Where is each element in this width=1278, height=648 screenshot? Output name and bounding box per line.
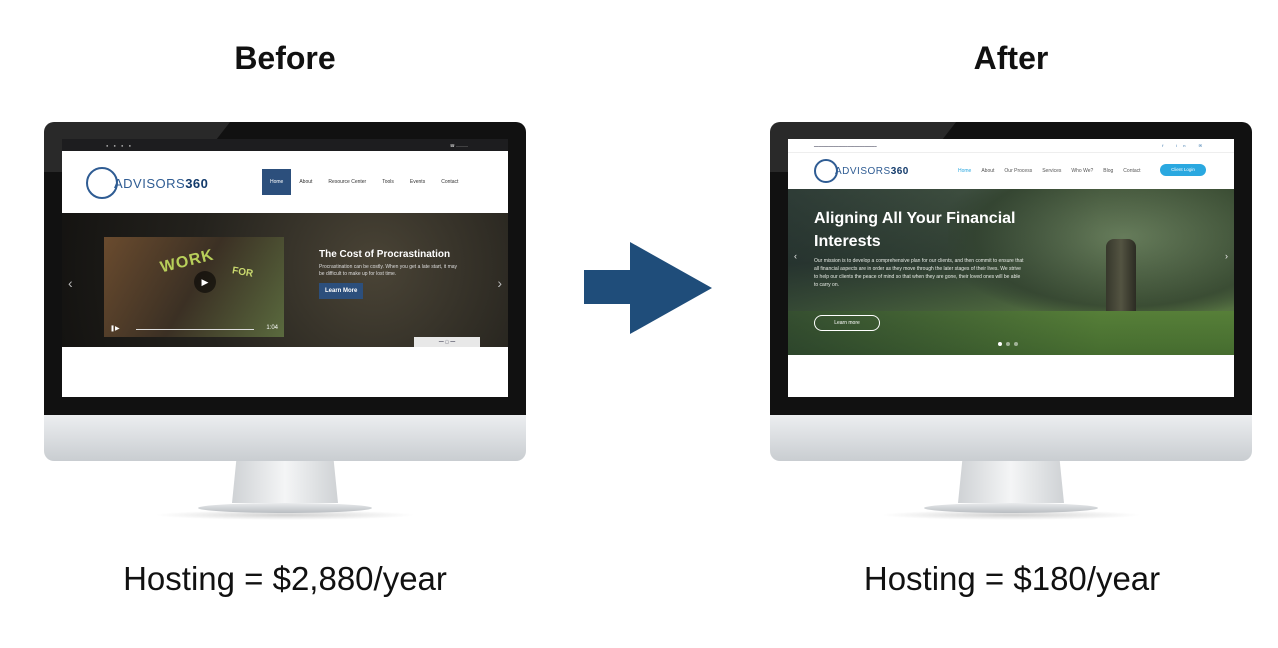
stand-shadow (154, 510, 416, 520)
slider-dot[interactable] (1014, 342, 1018, 346)
partner-badge-logo: ━━ ◯ ━━ (414, 337, 480, 347)
monitor-stand (958, 461, 1064, 503)
video-player[interactable]: WORK FOR ▶ ❚▶ 1:04 (104, 237, 284, 337)
social-icons: ● ● ● ● (106, 143, 133, 148)
hero-title: The Cost of Procrastination (319, 249, 451, 260)
hero-slider: ‹ WORK FOR ▶ ❚▶ 1:04 The Cost of Procras… (62, 213, 508, 347)
logo-number: 360 (185, 175, 209, 191)
logo-word: ADVISORS (835, 165, 891, 177)
client-login-button[interactable]: Client Login (1160, 164, 1206, 176)
hero-overlay (788, 189, 1234, 355)
nav-about[interactable]: About (299, 179, 313, 185)
after-website-screenshot: ━━━━━━━━━━━━━━━━━━━━━━━━━━ f in ✉ ADVISO… (788, 139, 1234, 397)
logo-circle-icon (86, 167, 118, 199)
social-icons: f in ✉ (1162, 143, 1208, 148)
video-artwork-accent-icon: FOR (231, 265, 254, 280)
arrow-right-icon (584, 242, 712, 334)
chevron-left-icon[interactable]: ‹ (794, 251, 797, 261)
slider-dot-active[interactable] (998, 342, 1002, 346)
announcement-text-placeholder: ━━━━━━━━━━━━━━━━━━━━━━━━━━ (814, 144, 877, 149)
nav-contact[interactable]: Contact (441, 179, 459, 185)
nav-tools[interactable]: Tools (382, 179, 394, 185)
monitor-chin (770, 415, 1252, 461)
monitor-chin (44, 415, 526, 461)
site-nav: Home About Our Process Services Who We? … (958, 168, 1151, 174)
phone-icon: ☎ ——— (449, 143, 468, 148)
monitor-base (198, 503, 372, 513)
nav-our-process[interactable]: Our Process (1004, 168, 1033, 174)
slider-dot[interactable] (1006, 342, 1010, 346)
slider-dots[interactable] (998, 342, 1022, 346)
hero-slider: Aligning All Your Financial Interests Ou… (788, 189, 1234, 355)
after-hosting-cost: Hosting = $180/year (863, 560, 1161, 597)
utility-bar: ● ● ● ● ☎ ——— (62, 139, 508, 151)
learn-more-button[interactable]: Learn more (814, 315, 880, 331)
nav-contact[interactable]: Contact (1123, 168, 1141, 174)
logo-word: ADVISORS (114, 175, 186, 191)
monitor-base (924, 503, 1098, 513)
chevron-left-icon[interactable]: ‹ (68, 275, 73, 291)
nav-events[interactable]: Events (409, 179, 426, 185)
pause-icon[interactable]: ❚▶ (110, 326, 120, 332)
video-time: 1:04 (266, 325, 278, 331)
monitor-bezel: ━━━━━━━━━━━━━━━━━━━━━━━━━━ f in ✉ ADVISO… (770, 122, 1252, 415)
utility-bar: ━━━━━━━━━━━━━━━━━━━━━━━━━━ f in ✉ (788, 139, 1234, 153)
stand-shadow (880, 510, 1142, 520)
chevron-right-icon[interactable]: › (497, 275, 502, 291)
nav-home[interactable]: Home (262, 169, 292, 195)
page-body (788, 355, 1234, 397)
nav-resource-center[interactable]: Resource Center (328, 179, 367, 185)
hero-text: Our mission is to develop a comprehensiv… (814, 258, 1024, 288)
hero-title: Aligning All Your Financial Interests (814, 210, 1016, 250)
after-monitor: ━━━━━━━━━━━━━━━━━━━━━━━━━━ f in ✉ ADVISO… (770, 122, 1252, 522)
page-body (62, 347, 508, 397)
site-nav: Home About Resource Center Tools Events … (262, 169, 466, 195)
nav-who-we[interactable]: Who We? (1071, 168, 1094, 174)
nav-blog[interactable]: Blog (1103, 168, 1114, 174)
chevron-right-icon[interactable]: › (1225, 251, 1228, 261)
nav-home[interactable]: Home (958, 168, 972, 174)
video-controls[interactable]: ❚▶ 1:04 (110, 325, 278, 333)
learn-more-button[interactable]: Learn More (319, 283, 364, 299)
video-progress-bar[interactable] (136, 329, 254, 330)
logo-circle-icon (814, 159, 838, 183)
nav-services[interactable]: Services (1042, 168, 1062, 174)
before-heading: Before (234, 40, 336, 76)
logo-number: 360 (890, 165, 909, 177)
hero-text: Procrastination can be costly. When you … (319, 264, 458, 277)
play-icon[interactable]: ▶ (194, 271, 216, 293)
after-heading: After (973, 40, 1049, 76)
monitor-stand (232, 461, 338, 503)
nav-about[interactable]: About (981, 168, 995, 174)
before-hosting-cost: Hosting = $2,880/year (123, 560, 447, 597)
